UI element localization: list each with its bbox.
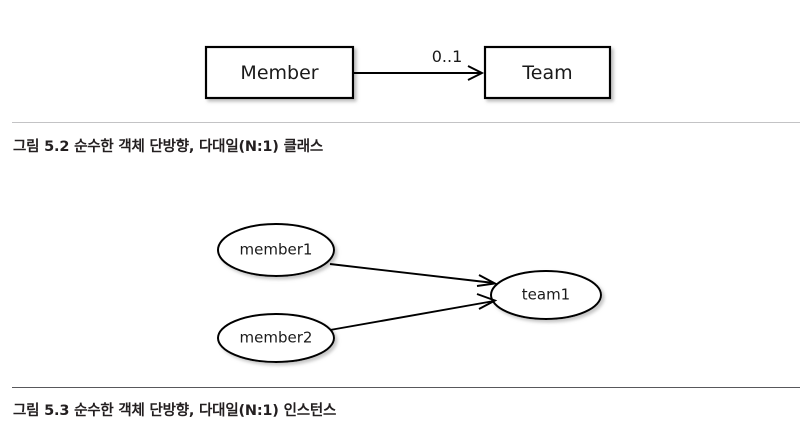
class-box-member-rect [204, 45, 355, 100]
instance-ellipse-team1-label: team1 [522, 286, 570, 304]
instance-node-member2[interactable]: member2 [217, 313, 335, 363]
instance-ellipse-member2-label: member2 [240, 329, 313, 347]
instance-ellipse-member1-shape [217, 223, 335, 277]
class-box-member-label: Member [240, 62, 318, 84]
instance-ellipse-member1-label: member1 [240, 241, 313, 259]
figure-1-divider [12, 122, 800, 123]
class-node-member[interactable]: Member [204, 45, 355, 100]
reference-link-arrowhead-icon-2 [476, 293, 498, 310]
class-box-team-label: Team [521, 62, 572, 84]
association-member-to-team: 0..1 [353, 47, 485, 81]
figure-1-caption: 그림 5.2 순수한 객체 단방향, 다대일(N:1) 클래스 [13, 139, 323, 155]
reference-link-member1-to-team1 [329, 263, 499, 287]
class-diagram-figure-5-2: Member Team 0..1 [204, 45, 612, 100]
instance-node-member1[interactable]: member1 [217, 223, 335, 277]
instance-ellipse-member2-shape [217, 313, 335, 363]
class-node-team[interactable]: Team [483, 45, 612, 100]
reference-link-arrowhead-icon-1 [476, 274, 499, 287]
figure-2-caption: 그림 5.3 순수한 객체 단방향, 다대일(N:1) 인스턴스 [13, 403, 337, 419]
instance-diagram-figure-5-3: member1 member2 team1 [217, 223, 602, 363]
reference-link-line-1 [329, 263, 495, 284]
instance-ellipse-team1-shape [490, 270, 602, 320]
association-arrowhead-icon [467, 65, 485, 81]
association-multiplicity-label: 0..1 [432, 47, 463, 66]
reference-link-line-2 [329, 300, 495, 331]
instance-node-team1[interactable]: team1 [490, 270, 602, 320]
class-box-team-rect [483, 45, 612, 100]
reference-link-member2-to-team1 [329, 293, 498, 331]
figure-2-divider [12, 387, 800, 388]
